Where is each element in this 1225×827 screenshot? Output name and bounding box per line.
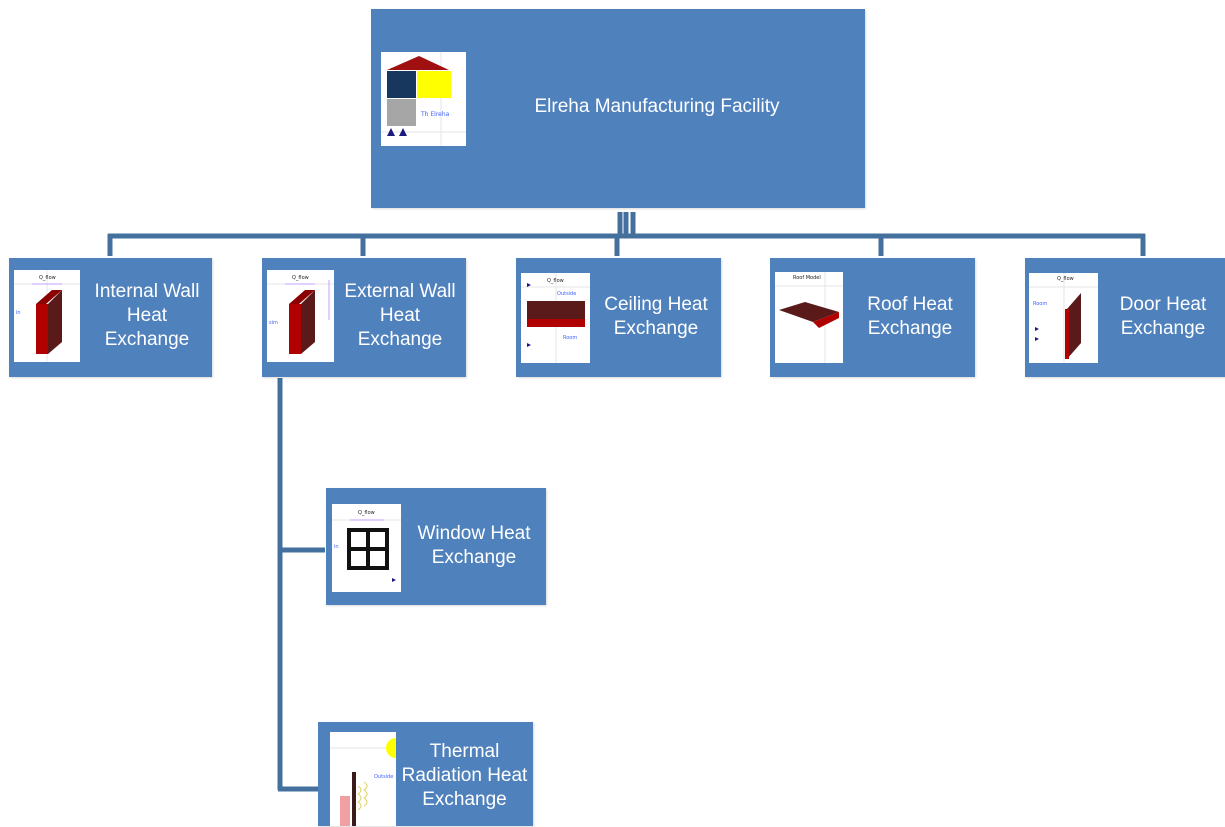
thumb-qflow-text: Q_flow: [547, 278, 564, 284]
thumb-qflow-text: Q_flow: [358, 510, 375, 516]
window-icon: Q_flow in: [332, 510, 401, 582]
external-wall-thumbnail: Q_flow sim: [267, 270, 334, 362]
external-wall-label: External Wall Heat Exchange: [344, 281, 456, 350]
window-thumbnail: Q_flow in: [332, 504, 401, 592]
wall-icon: Q_flow in: [14, 270, 80, 362]
thumb-text: Th Elreha: [420, 111, 450, 118]
thumb-room-text: Room: [1033, 301, 1047, 307]
thumb-qflow-text: Q_flow: [292, 275, 309, 281]
ceiling-label: Ceiling Heat Exchange: [604, 294, 708, 339]
thumb-outside-text: Outside: [374, 774, 393, 780]
thumb-side-text: sim: [269, 320, 278, 326]
thumb-qflow-text: Q_flow: [39, 275, 56, 281]
thermal-radiation-thumbnail: Outside: [330, 732, 396, 826]
radiation-icon: Outside: [330, 738, 396, 826]
ceiling-icon: Q_flow Outside Room: [521, 273, 590, 363]
roof-thumbnail: Roof Model: [775, 272, 843, 363]
root-label: Elreha Manufacturing Facility: [534, 96, 780, 117]
door-thumbnail: Q_flow Room: [1029, 273, 1098, 363]
thumb-roof-text: Roof Model: [793, 275, 821, 281]
window-label: Window Heat Exchange: [417, 523, 531, 568]
door-label: Door Heat Exchange: [1119, 294, 1207, 339]
roof-icon: Roof Model: [775, 272, 843, 363]
node-window[interactable]: Q_flow in Window Heat Exchange: [326, 488, 546, 605]
roof-label: Roof Heat Exchange: [867, 294, 953, 339]
building-icon: Th Elreha: [381, 52, 466, 146]
thermal-radiation-label: Thermal Radiation Heat Exchange: [401, 741, 528, 810]
node-roof[interactable]: Roof Model Roof Heat Exchange: [770, 258, 975, 377]
thumb-side-text: in: [16, 310, 21, 316]
node-internal-wall[interactable]: Q_flow in Internal Wall Heat Exchange: [9, 258, 212, 377]
node-thermal-radiation[interactable]: Outside Thermal Radiation Heat Exchange: [318, 722, 533, 826]
internal-wall-label: Internal Wall Heat Exchange: [94, 281, 200, 350]
thumb-outside-text: Outside: [557, 291, 576, 297]
door-icon: Q_flow Room: [1029, 273, 1098, 363]
root-node[interactable]: Th Elreha Elreha Manufacturing Facility: [371, 9, 865, 208]
ceiling-thumbnail: Q_flow Outside Room: [521, 273, 590, 363]
node-door[interactable]: Q_flow Room Door Heat Exchange: [1025, 258, 1225, 377]
thumb-qflow-text: Q_flow: [1057, 276, 1074, 282]
wall-icon: Q_flow sim: [267, 275, 334, 354]
thumb-side-text: in: [334, 544, 339, 550]
thumb-room-text: Room: [563, 335, 577, 341]
node-ceiling[interactable]: Q_flow Outside Room Ceiling Heat Exchang…: [516, 258, 721, 377]
building-thumbnail: Th Elreha: [381, 52, 466, 146]
internal-wall-thumbnail: Q_flow in: [14, 270, 80, 362]
node-external-wall[interactable]: Q_flow sim External Wall Heat Exchange: [262, 258, 466, 377]
